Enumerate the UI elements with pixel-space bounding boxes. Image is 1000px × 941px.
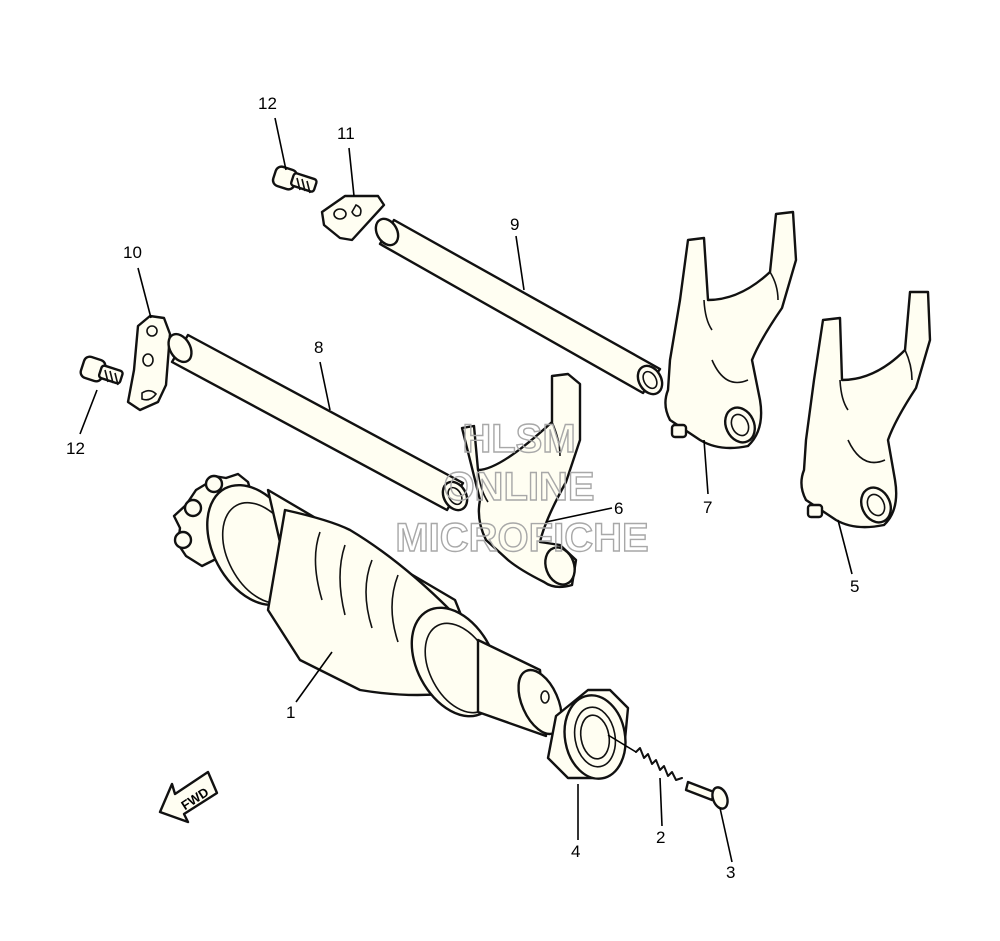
- callout-4: 4: [571, 842, 580, 861]
- bearing: [546, 688, 630, 780]
- forward-direction-arrow: FWD: [158, 770, 219, 824]
- shift-shaft-upper: [374, 217, 664, 396]
- callout-9: 9: [510, 215, 519, 234]
- shaft-bracket-upper: [320, 194, 386, 242]
- watermark-line-2: ONLINE: [443, 465, 594, 509]
- shaft-bracket-lower: [126, 314, 172, 412]
- callout-8: 8: [314, 338, 323, 357]
- callout-6: 6: [614, 499, 623, 518]
- callout-10: 10: [123, 243, 142, 262]
- callout-12-upper: 12: [258, 94, 277, 113]
- watermark: HLSM ONLINE MICROFICHE: [395, 416, 650, 560]
- callout-2: 2: [656, 828, 665, 847]
- shift-drum: [172, 472, 563, 738]
- bolt-lower: [79, 355, 124, 386]
- callout-7: 7: [703, 498, 712, 517]
- bolt-upper: [271, 165, 318, 194]
- callout-5: 5: [850, 577, 859, 596]
- callout-12-lower: 12: [66, 439, 85, 458]
- callout-3: 3: [726, 863, 735, 882]
- spring: [607, 734, 683, 781]
- leader-lines: [79, 117, 853, 863]
- shift-fork-5: [800, 290, 932, 529]
- pin: [684, 780, 729, 810]
- shift-fork-6: [460, 372, 582, 589]
- shift-fork-7: [664, 210, 798, 450]
- callout-1: 1: [286, 703, 295, 722]
- shift-shaft-lower: [167, 332, 469, 512]
- callout-11: 11: [337, 124, 355, 143]
- watermark-line-1: HLSM: [462, 417, 575, 461]
- callout-numbers: 12 11 9 10 8 12 6 7 5 1 4 2 3: [66, 94, 859, 882]
- watermark-line-3: MICROFICHE: [395, 516, 648, 560]
